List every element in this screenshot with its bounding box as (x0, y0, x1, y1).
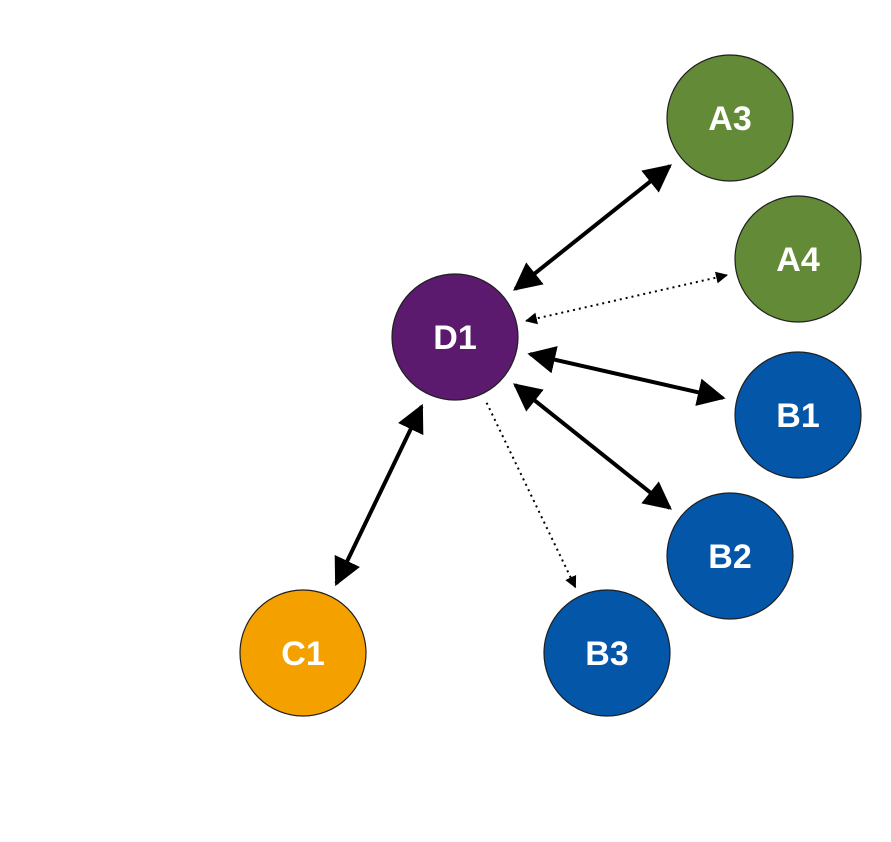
edge-d1-a3 (513, 164, 672, 291)
node-b3: B3 (543, 589, 671, 717)
node-label-b2: B2 (708, 538, 751, 576)
edge-d1-b2 (513, 383, 672, 510)
node-b1: B1 (734, 351, 862, 479)
node-d1: D1 (391, 273, 519, 401)
edges-layer (334, 164, 728, 589)
node-circle-b2 (666, 492, 794, 620)
node-a3: A3 (666, 54, 794, 182)
node-circle-b1 (734, 351, 862, 479)
node-circle-b3 (543, 589, 671, 717)
node-circle-a3 (666, 54, 794, 182)
node-label-a4: A4 (776, 241, 820, 279)
node-circle-c1 (239, 589, 367, 717)
edge-d1-a4 (525, 271, 728, 325)
edge-d1-b1 (527, 346, 726, 406)
node-label-a3: A3 (708, 100, 751, 138)
edge-d1-c1 (334, 403, 424, 587)
node-label-b3: B3 (585, 635, 628, 673)
node-b2: B2 (666, 492, 794, 620)
node-label-b1: B1 (776, 397, 819, 435)
node-label-c1: C1 (281, 635, 324, 673)
node-a4: A4 (734, 195, 862, 323)
edge-d1-b3 (485, 402, 577, 589)
node-circle-a4 (734, 195, 862, 323)
node-c1: C1 (239, 589, 367, 717)
node-circle-d1 (391, 273, 519, 401)
node-label-d1: D1 (433, 319, 476, 357)
